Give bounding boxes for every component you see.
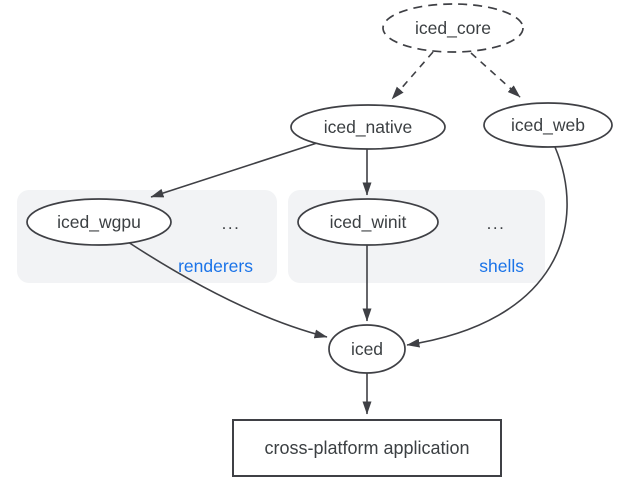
iced-label: iced [351, 339, 383, 359]
shells-ellipsis: ... [487, 214, 506, 233]
node-iced_wgpu: iced_wgpu [26, 198, 172, 246]
application-rect [232, 419, 502, 477]
application-label: cross-platform application [264, 438, 469, 458]
iced_native-label: iced_native [324, 117, 413, 138]
iced_winit-label: iced_winit [330, 212, 407, 233]
node-iced_winit: iced_winit [297, 198, 439, 246]
edge-iced_core-to-iced_web [470, 52, 521, 98]
iced-ellipse [328, 324, 406, 374]
shells-group-label: shells [479, 256, 524, 276]
node-application: cross-platform application [232, 419, 502, 477]
iced_web-label: iced_web [511, 115, 585, 136]
renderers-group-label: renderers [178, 256, 253, 276]
iced_native-ellipse [290, 104, 446, 150]
iced_wgpu-ellipse [26, 198, 172, 246]
renderers-ellipsis: ... [222, 214, 241, 233]
edge-iced_web-to-iced [406, 146, 568, 348]
iced_core-label: iced_core [415, 18, 491, 39]
edge-iced_native-to-iced_wgpu [150, 142, 318, 198]
node-iced_web: iced_web [483, 102, 613, 148]
edge-iced_core-to-iced_native [391, 51, 434, 100]
iced_web-ellipse [483, 102, 613, 148]
iced_wgpu-label: iced_wgpu [57, 212, 141, 233]
node-iced: iced [328, 324, 406, 374]
iced_core-ellipse [382, 3, 524, 53]
node-iced_core: iced_core [382, 3, 524, 53]
edge-iced_wgpu-to-iced [127, 241, 328, 339]
node-iced_native: iced_native [290, 104, 446, 150]
iced_winit-ellipse [297, 198, 439, 246]
